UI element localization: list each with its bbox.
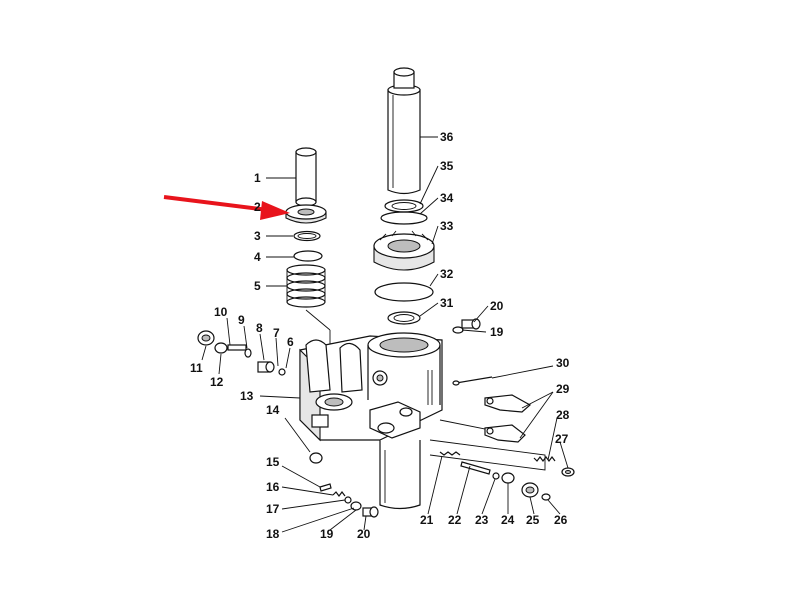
part-8-valve [257,361,275,373]
part-22-pin [460,461,491,475]
part-31-ring [387,311,421,325]
label-1: 1 [254,171,261,185]
part-20-fitting-upper [461,318,481,330]
lower-stem [379,440,421,510]
label-27: 27 [555,432,569,446]
label-14: 14 [266,403,280,417]
label-9: 9 [238,313,245,327]
label-13: 13 [240,389,254,403]
label-5: 5 [254,279,261,293]
part-30-plate [429,376,546,471]
part-2-washer [285,204,327,224]
label-15: 15 [266,455,280,469]
part-7-ball [278,368,286,376]
label-20-upper: 20 [490,299,504,313]
red-arrow-pointer [163,195,290,220]
part-26-ring [541,493,551,501]
label-32: 32 [440,267,454,281]
part-labels: 1 2 3 4 5 6 7 8 9 10 11 12 13 14 15 16 1… [190,130,570,541]
label-20-lower: 20 [357,527,371,541]
part-23-ball [492,472,500,480]
label-11: 11 [190,361,203,375]
label-7: 7 [273,326,280,340]
label-16: 16 [266,480,280,494]
label-31: 31 [440,296,454,310]
leader-lines [201,136,569,533]
label-22: 22 [448,513,462,527]
part-33-nut [373,230,435,271]
label-17: 17 [266,502,280,516]
part-24-ring [501,472,515,484]
label-10: 10 [214,305,228,319]
label-19-lower: 19 [320,527,334,541]
part-20-fitting-lower [362,506,379,518]
label-33: 33 [440,219,454,233]
part-16-spring [332,491,346,497]
part-13-housing [299,332,443,442]
part-15-pin [319,483,332,492]
part-29-levers [484,394,532,443]
centerline-left [305,309,331,331]
label-24: 24 [501,513,515,527]
label-2: 2 [254,200,261,214]
part-9-ring [244,348,252,358]
part-19-ring-upper [452,326,464,334]
label-28: 28 [556,408,570,422]
part-14-oring [309,452,323,464]
part-34-oring [380,211,428,225]
label-6: 6 [287,335,294,349]
part-1-sleeve [295,147,317,207]
part-27-nut [561,467,575,477]
part-25-cap [521,482,539,498]
part-11-plug [197,330,215,346]
label-12: 12 [210,375,224,389]
label-34: 34 [440,191,454,205]
label-18: 18 [266,527,280,541]
part-12-washer [214,342,228,354]
part-35-ring [384,199,424,213]
label-36: 36 [440,130,454,144]
label-25: 25 [526,513,540,527]
label-3: 3 [254,229,261,243]
label-29: 29 [556,382,570,396]
label-19-upper: 19 [490,325,504,339]
part-21-spring [439,451,461,456]
label-26: 26 [554,513,568,527]
label-23: 23 [475,513,489,527]
part-17-ball [344,496,352,504]
label-8: 8 [256,321,263,335]
label-30: 30 [556,356,570,370]
part-36-tube [387,67,421,195]
part-28-spring [533,456,556,462]
part-10-pin [227,344,247,351]
part-32-oring [374,282,434,302]
label-4: 4 [254,250,261,264]
label-21: 21 [420,513,434,527]
part-4-ring [293,250,323,262]
label-35: 35 [440,159,454,173]
part-5-spring [286,264,326,308]
